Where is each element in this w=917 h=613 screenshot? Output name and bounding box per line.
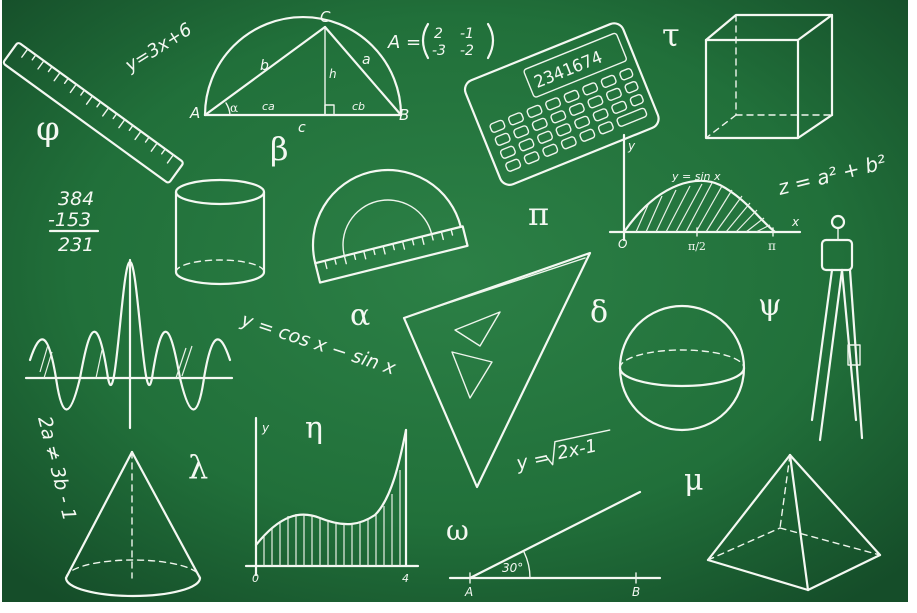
subtraction-result: 231	[58, 234, 94, 256]
letter-mu: μ	[684, 463, 704, 498]
letter-delta: δ	[590, 295, 608, 330]
compass-drawing	[810, 214, 864, 442]
subtraction-top: 384	[58, 188, 94, 210]
letter-psi: ψ	[758, 288, 782, 323]
sinc-wave-plot	[24, 258, 234, 430]
cube-drawing	[704, 13, 834, 140]
triangle-label-C: C	[320, 8, 331, 26]
letter-omega: ω	[446, 514, 469, 547]
triangle-label-h: h	[329, 67, 337, 81]
triangle-label-c: c	[298, 120, 306, 136]
sine-plot-half-pi: π/2	[688, 240, 706, 253]
matrix-cell-22: -2	[460, 43, 474, 59]
letter-beta: β	[270, 130, 289, 168]
triangle-label-cb: cb	[352, 100, 365, 113]
triangle-label-B: B	[399, 106, 409, 124]
angle-point-b: B	[632, 585, 640, 599]
pyramid-drawing	[706, 453, 882, 592]
cone-drawing	[64, 450, 202, 598]
triangle-label-A: A	[189, 104, 200, 122]
matrix-lhs: A =	[387, 32, 421, 53]
triangle-label-b: b	[260, 58, 269, 74]
semicircle-triangle-figure	[203, 15, 403, 117]
letter-tau: τ	[662, 16, 680, 54]
angle-value: 30°	[502, 561, 523, 575]
formula-sqrt-eq: y = 2x-1	[513, 429, 611, 475]
sine-plot-x-axis: x	[791, 215, 800, 229]
triangle-label-alpha: α	[230, 101, 238, 115]
ruler-drawing	[2, 42, 184, 184]
curve-plot-y-axis: y	[261, 421, 270, 435]
sine-plot-label: y = sin x	[671, 170, 721, 183]
sine-plot-pi: π	[768, 239, 776, 253]
curve-plot-four: 4	[402, 572, 409, 585]
curve-plot-zero: 0	[252, 572, 259, 585]
sphere-drawing	[618, 304, 746, 432]
sine-plot	[608, 133, 802, 242]
letter-pi: π	[528, 195, 549, 233]
sine-plot-y-axis: y	[627, 139, 636, 153]
matrix-cell-21: -3	[432, 43, 446, 59]
matrix-cell-12: -1	[460, 26, 474, 42]
set-square-drawing	[402, 251, 592, 489]
sine-plot-origin: O	[618, 237, 627, 251]
letter-phi: φ	[36, 109, 60, 149]
angle-point-a: A	[464, 585, 473, 599]
subtraction-bottom: -153	[48, 209, 91, 231]
matrix-brackets	[421, 22, 495, 60]
angle-figure	[448, 490, 662, 584]
triangle-label-a: a	[362, 52, 371, 68]
letter-alpha: α	[350, 298, 370, 333]
triangle-label-ca: ca	[262, 100, 275, 113]
protractor-drawing	[311, 168, 469, 284]
cylinder-drawing	[174, 178, 266, 286]
letter-lambda: λ	[188, 448, 208, 486]
matrix-cell-11: 2	[434, 26, 443, 42]
area-under-curve-plot	[244, 416, 420, 577]
letter-eta: η	[305, 411, 323, 446]
